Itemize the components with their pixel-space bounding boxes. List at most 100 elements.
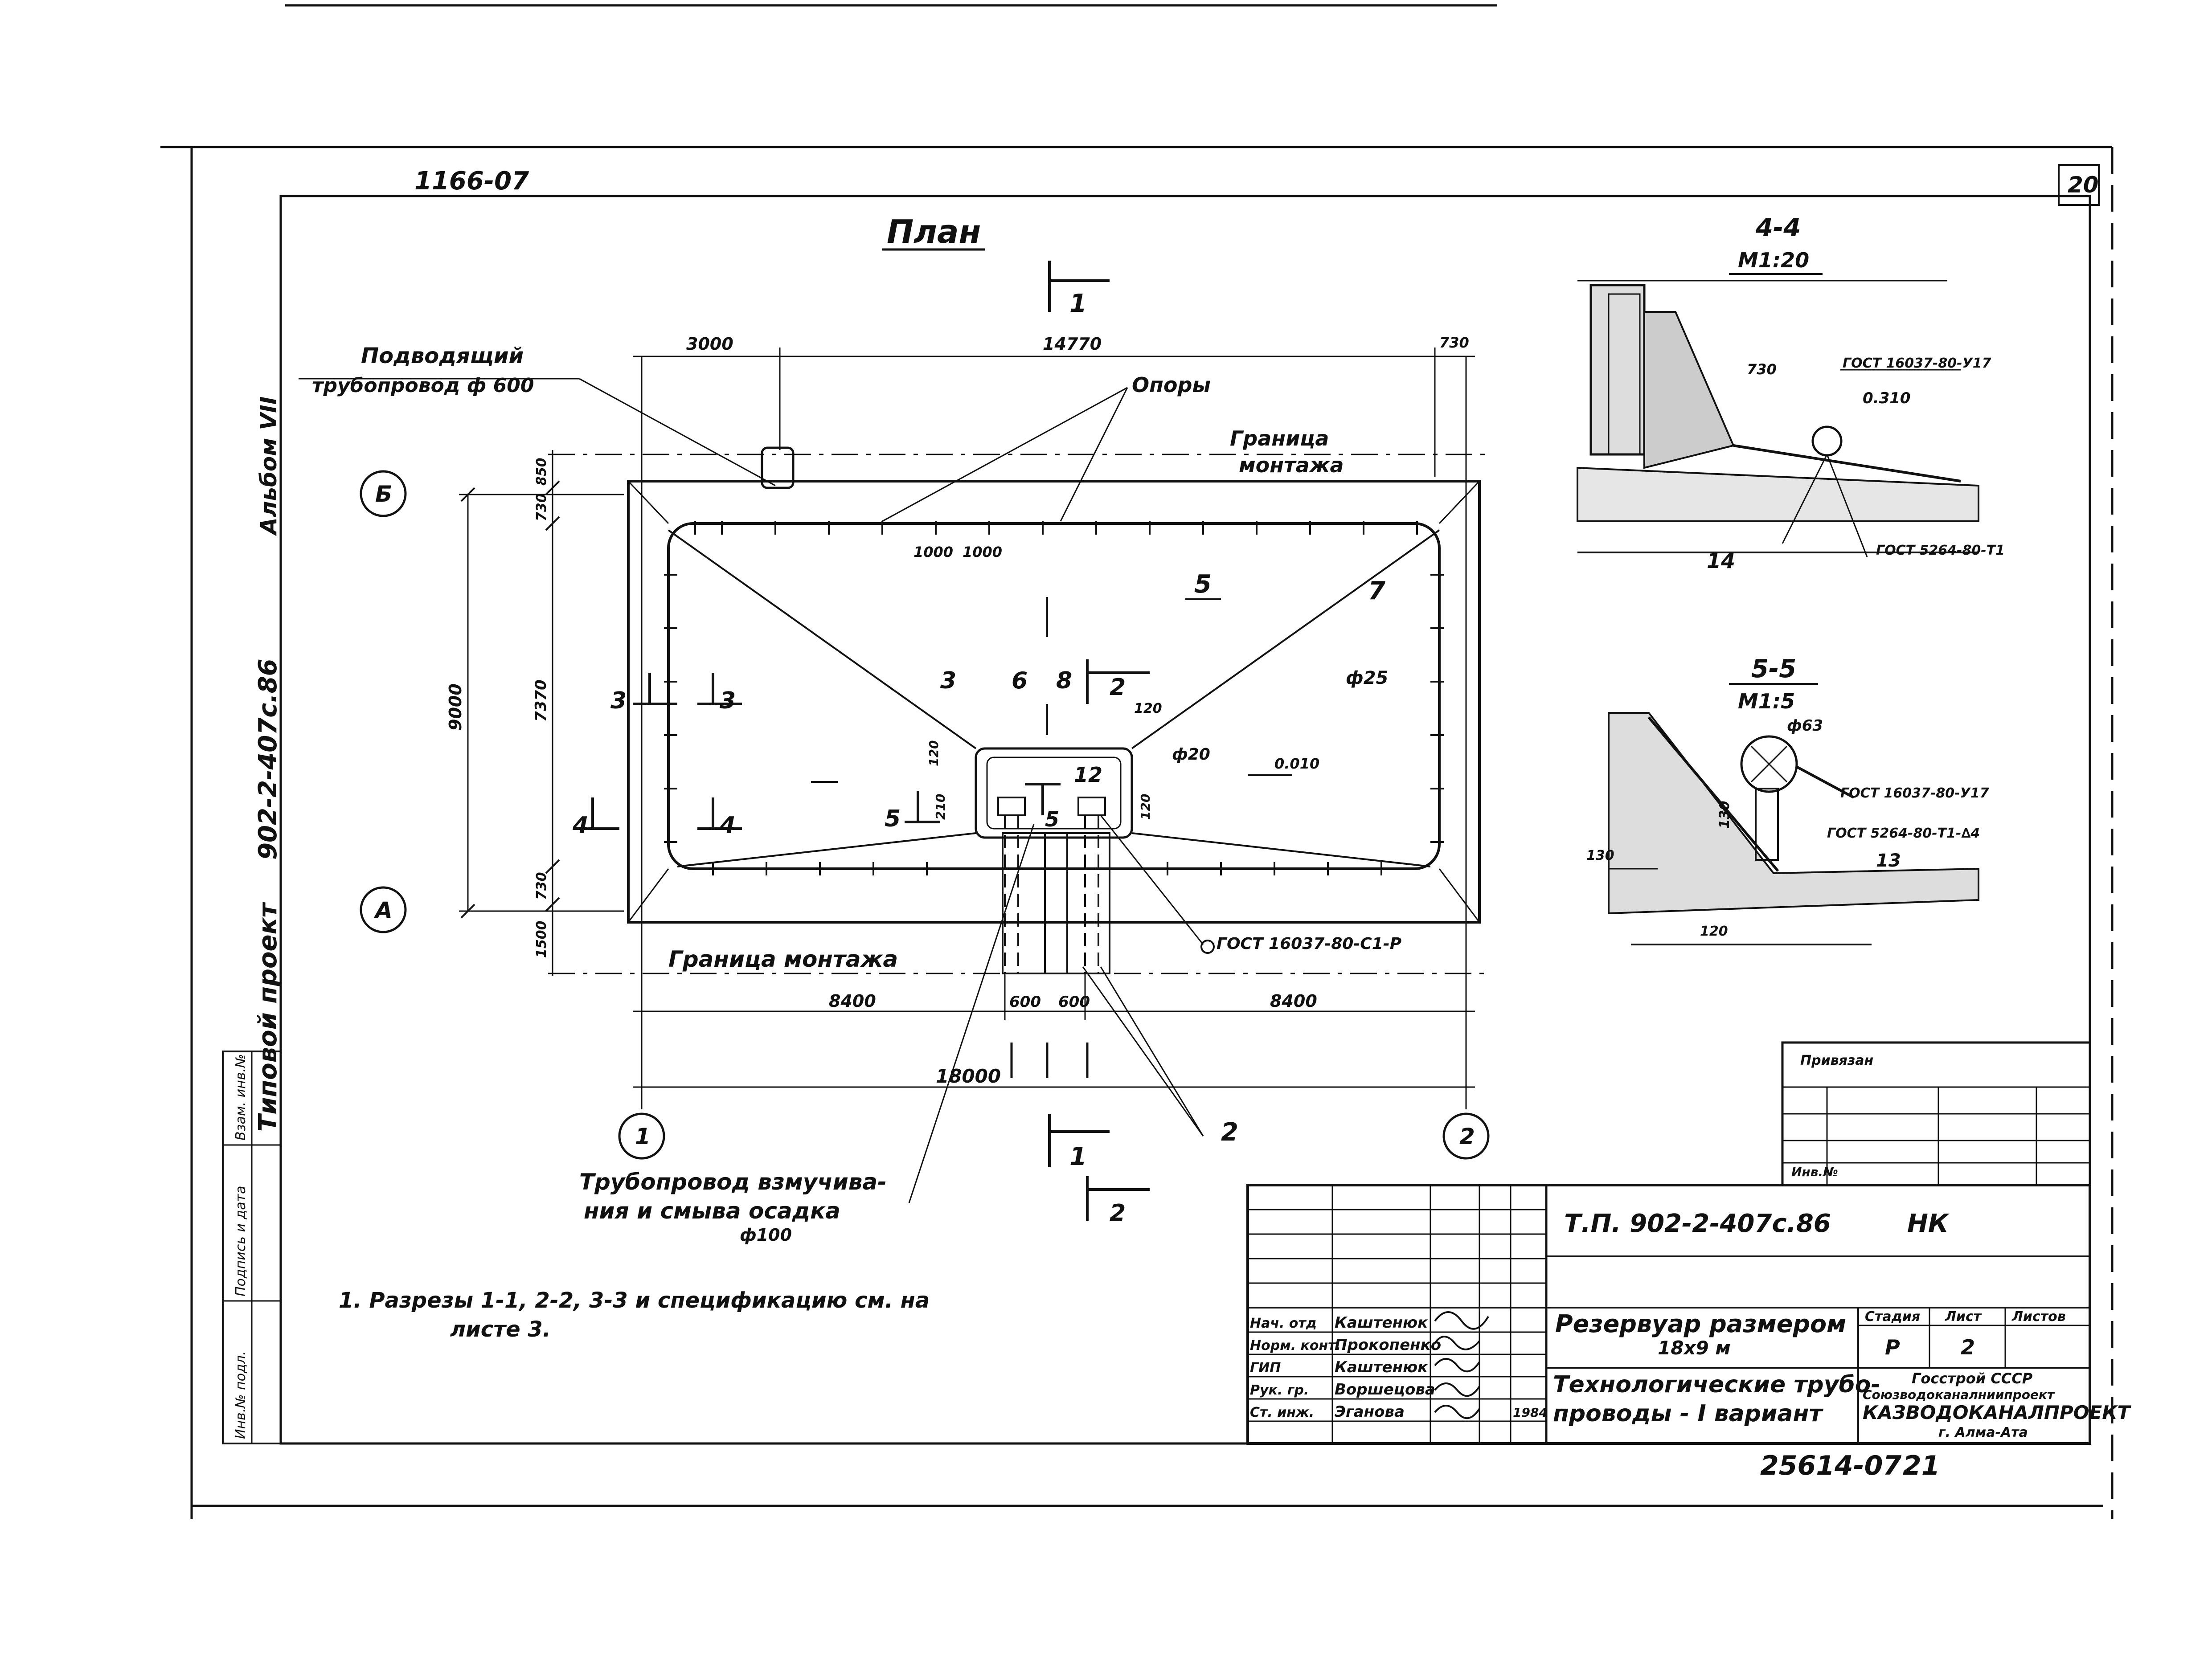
pipe-section [1811,425,1843,457]
dim-span-1000b: 1000 [963,544,1002,560]
section-marks [575,261,1150,1221]
title-stage: Р [1885,1335,1900,1359]
archive-number: 25614-07 [1760,1450,1901,1481]
leader-supply [579,378,776,487]
dim-pit-120c: 120 [1138,794,1153,820]
strip-inv: Инв.№ подл. [233,1351,249,1439]
boundary-top-label-2: монтажа [1239,453,1344,477]
section-55-dia: ф63 [1787,717,1823,735]
section-4-left: 4 [572,812,589,839]
strip-vzam: Взам. инв.№ [233,1054,249,1141]
dim-pit-120a: 120 [1134,701,1162,716]
callout-7: 7 [1368,577,1385,605]
section-2-bottom: 2 [1110,1200,1126,1227]
dim-bot-600b: 600 [1058,993,1090,1011]
axis-label-a: А [373,897,393,923]
sig-year: 1984 [1513,1405,1548,1420]
section-3-left: 3 [610,687,627,714]
note-line-2: листе 3. [450,1317,551,1342]
section-55-scale: М1:5 [1738,689,1795,713]
supply-pipe [761,446,795,489]
page-number: 21 [1903,1450,1940,1481]
dim-left-2: 730 [534,872,549,900]
slope-line-nw [668,529,977,749]
left-stamp-strip: Взам. инв.№ Подпись и дата Инв.№ подл. [222,1051,282,1444]
section-4-right: 4 [719,812,736,839]
axis-bubble-1 [618,1112,665,1160]
sheet-corner-number: 20 [2068,172,2099,198]
dim-top-total: 14770 [1043,334,1102,354]
support-ticks-sides [664,574,1444,843]
section-44-gost-b: ГОСТ 5264-80-Т1 [1876,543,2005,558]
boundary-top-label-1: Граница [1230,426,1329,450]
side-project-code: 902-2-407с.86 [254,658,283,860]
boundary-bottom-label: Граница монтажа [668,946,898,972]
pipe-fitting-right [1077,797,1106,816]
privyazan-title: Привязан [1800,1053,1873,1068]
title-sheet: 2 [1961,1335,1975,1359]
flush-pipe-label-1: Трубопровод взмучива- [579,1169,887,1195]
dim-left-bottom: 1500 [534,921,549,958]
section-3-right: 3 [720,687,736,714]
flow-arrows [811,597,1292,783]
section-44-gost-a: ГОСТ 16037-80-У17 [1843,356,1991,371]
dim-top-right: 730 [1439,334,1469,351]
axis-label-2: 2 [1459,1124,1475,1149]
title-section: НК [1907,1209,1950,1238]
section-55-gost-a: ГОСТ 16037-80-У17 [1840,785,1989,801]
wall-concrete [1589,284,1646,456]
dim-bot-right: 8400 [1270,991,1317,1011]
section-2-top: 2 [1110,674,1126,701]
section-55-title: 5-5 [1751,654,1796,683]
side-album: Альбом VII [256,397,282,536]
org-3: КАЗВОДОКАНАЛПРОЕКТ [1863,1402,2132,1423]
side-typical-label: Типовой проект [254,902,283,1132]
dim-pit-210: 210 [933,794,948,820]
supply-pipe-label-2: трубопровод ф 600 [312,374,534,397]
axis-label-1: 1 [635,1124,651,1149]
section-1-bottom: 1 [1069,1142,1087,1171]
sig-role-4: Рук. гр. [1250,1382,1309,1398]
reservoir-outline [627,480,1481,924]
note-line-1: 1. Разрезы 1-1, 2-2, 3-3 и спецификацию … [339,1288,930,1313]
org-2: Союзводоканалниипроект [1863,1387,2055,1402]
pipe-section-55 [1740,735,1798,793]
section-1-top: 1 [1069,289,1087,318]
sig-role-1: Нач. отд [1250,1316,1317,1331]
dim-top-left: 3000 [686,334,733,354]
sig-name-4: Воршецова [1335,1381,1435,1398]
section-44-title: 4-4 [1755,213,1801,242]
dim-dia-25: ф25 [1346,668,1388,688]
dim-left-mid: 7370 [532,679,550,722]
gost-main: ГОСТ 16037-80-С1-Р [1217,935,1401,953]
slope-line-se [1131,832,1431,867]
dim-span-1000a: 1000 [913,544,953,560]
title-stage-header: Стадия [1865,1309,1920,1325]
section-44-elev: 0.310 [1863,389,1911,407]
sig-name-5: Эганова [1335,1403,1405,1421]
support-ticks-bottom [712,862,1382,875]
section-55-callout: 13 [1876,850,1901,871]
dim-left-total: 9000 [446,683,465,731]
axis-label-b: Б [375,481,392,507]
signature-mark [1434,1311,1489,1330]
title-code: Т.П. 902-2-407с.86 [1564,1209,1831,1238]
privyazan-inv: Инв.№ [1791,1165,1838,1179]
support-ticks-top [694,521,1418,535]
flush-pipe-label-3: ф100 [740,1225,792,1245]
dim-left-1: 730 [534,493,549,521]
leader-flush [908,824,1035,1203]
section-44-dim-730: 730 [1747,361,1777,378]
title-sub-2: проводы - I вариант [1553,1400,1823,1427]
section-44-callout: 14 [1707,549,1735,573]
callout-3: 3 [940,667,956,694]
sig-role-2: Норм. конт. [1250,1338,1341,1353]
sig-name-3: Каштенюк [1335,1358,1428,1376]
slope-line-ne [1131,529,1440,749]
section-44-scale: М1:20 [1738,248,1809,272]
callout-6: 6 [1012,667,1028,694]
leader-supports-1 [882,387,1128,522]
flush-pipe-label-2: ния и смыва осадка [584,1198,840,1224]
axis-bubble-2 [1442,1112,1490,1160]
